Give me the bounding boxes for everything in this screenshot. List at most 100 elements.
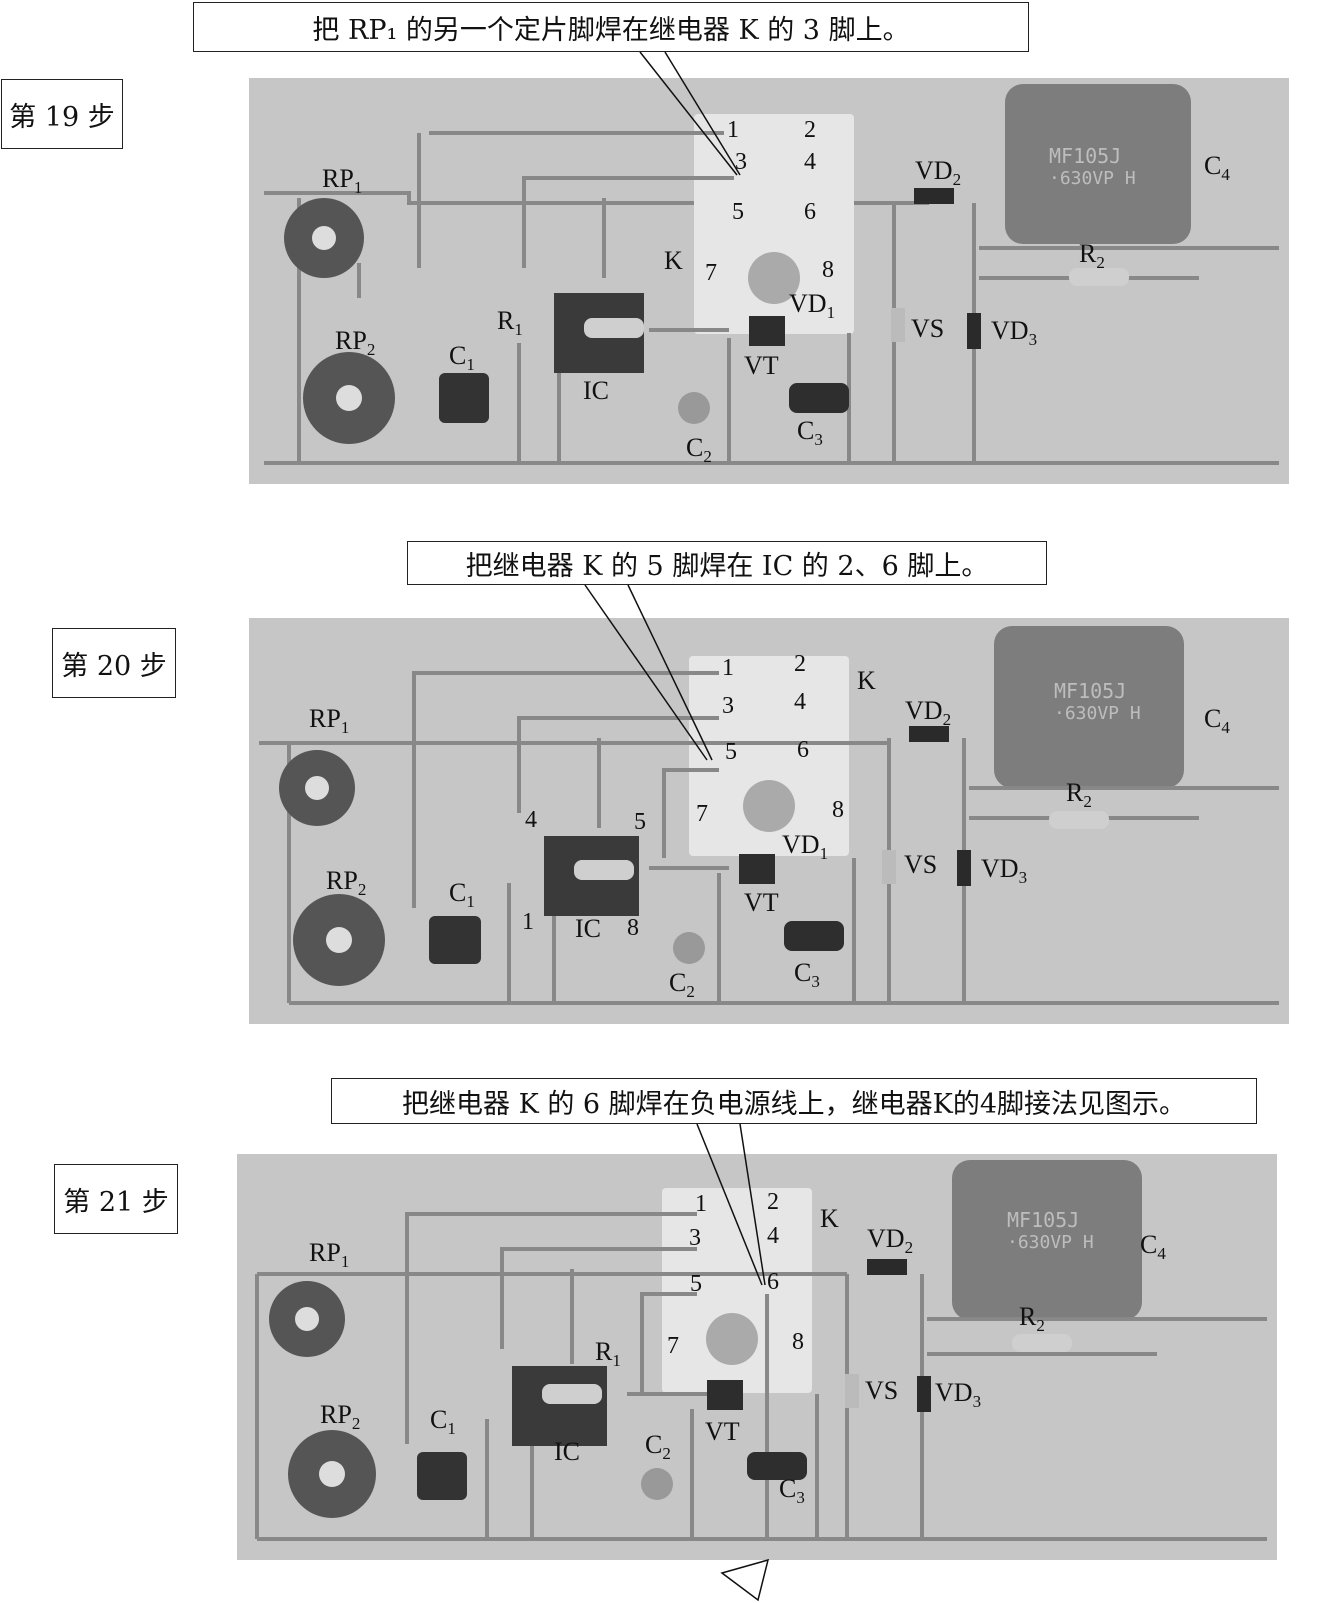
circuit-board-step-20: MF105J ·630VP H [259, 626, 1279, 1005]
pin-3: 3 [722, 693, 734, 719]
r2-body [1049, 811, 1109, 829]
vs-body [845, 1374, 859, 1408]
arrow-pointer-icon [720, 1558, 770, 1602]
r2-body [1069, 268, 1129, 286]
svg-text:MF105J: MF105J [1049, 144, 1121, 168]
label-c2: C2 [645, 1430, 671, 1464]
pin-4: 4 [794, 689, 806, 715]
label-r1: R1 [595, 1337, 621, 1371]
step-21-photo: MF105J ·630VP H [237, 1154, 1277, 1560]
pin-5: 5 [732, 199, 744, 225]
label-ic: IC [554, 1437, 580, 1466]
ic-pin-4: 4 [525, 807, 537, 833]
pin-1: 1 [727, 117, 739, 143]
ic-pin-8: 8 [627, 915, 639, 941]
vd3-body [917, 1376, 931, 1412]
label-c3: C3 [797, 416, 823, 450]
step-21-label: 第 21 步 [54, 1164, 178, 1234]
vt-body [739, 854, 775, 884]
step-20-photo: MF105J ·630VP H [249, 618, 1289, 1024]
label-vd2: VD2 [905, 696, 952, 730]
pin-2: 2 [804, 117, 816, 143]
label-vs: VS [911, 314, 945, 343]
pin-2: 2 [767, 1189, 779, 1215]
pin-5: 5 [725, 739, 737, 765]
step-19-photo: MF105J ·630VP H [249, 78, 1289, 484]
vd2-body [909, 726, 949, 742]
label-rp1: RP1 [309, 1238, 350, 1272]
step-20-label: 第 20 步 [52, 628, 176, 698]
c2-body [678, 392, 710, 424]
vd3-body [957, 850, 971, 886]
pin-1: 1 [722, 655, 734, 681]
svg-text:MF105J: MF105J [1007, 1208, 1079, 1232]
pin-5: 5 [690, 1271, 702, 1297]
svg-text:·630VP H: ·630VP H [1054, 703, 1141, 724]
label-ic: IC [575, 914, 601, 943]
step-21-callout: 把继电器 K 的 6 脚焊在负电源线上，继电器K的4脚接法见图示。 [331, 1078, 1257, 1124]
label-c4: C4 [1204, 151, 1230, 185]
relay-coil [743, 780, 795, 832]
label-vt: VT [705, 1417, 740, 1446]
label-c4: C4 [1204, 704, 1230, 738]
label-k: K [664, 246, 683, 275]
label-c2: C2 [669, 968, 695, 1002]
label-vs: VS [904, 850, 938, 879]
vt-body [749, 316, 785, 346]
r2-body [1012, 1334, 1072, 1352]
c3-body [789, 383, 849, 413]
pin-3: 3 [735, 149, 747, 175]
label-ic: IC [583, 376, 609, 405]
label-rp2: RP2 [326, 866, 367, 900]
label-r2: R2 [1066, 778, 1092, 812]
pin-7: 7 [667, 1333, 679, 1359]
label-vd1: VD1 [789, 289, 836, 323]
label-vd2: VD2 [867, 1224, 914, 1258]
pin-6: 6 [767, 1269, 779, 1295]
pin-6: 6 [797, 737, 809, 763]
label-rp2: RP2 [335, 326, 376, 360]
label-c1: C1 [449, 341, 475, 375]
label-c1: C1 [430, 1405, 456, 1439]
c1-body [439, 373, 489, 423]
step-20-callout: 把继电器 K 的 5 脚焊在 IC 的 2、6 脚上。 [407, 541, 1047, 585]
label-k: K [857, 666, 876, 695]
vd3-body [967, 313, 981, 349]
label-vd1: VD1 [782, 830, 829, 864]
ic-pin-1: 1 [522, 909, 534, 935]
svg-text:·630VP H: ·630VP H [1007, 1232, 1094, 1253]
label-r2: R2 [1019, 1302, 1045, 1336]
label-k: K [820, 1204, 839, 1233]
label-c1: C1 [449, 878, 475, 912]
ic-pin-5: 5 [634, 809, 646, 835]
label-c3: C3 [794, 958, 820, 992]
label-c2: C2 [686, 433, 712, 467]
c1-body [417, 1452, 467, 1500]
label-c4: C4 [1140, 1230, 1166, 1264]
label-rp1: RP1 [309, 704, 350, 738]
label-vd3: VD3 [981, 854, 1028, 888]
vs-body [882, 850, 896, 884]
c2-body [641, 1468, 673, 1500]
pin-6: 6 [804, 199, 816, 225]
label-vt: VT [744, 351, 779, 380]
vs-body [891, 308, 905, 342]
label-vt: VT [744, 888, 779, 917]
label-vd2: VD2 [915, 156, 962, 190]
svg-text:·630VP H: ·630VP H [1049, 168, 1136, 189]
pin-7: 7 [696, 801, 708, 827]
pin-8: 8 [832, 797, 844, 823]
c3-body [784, 921, 844, 951]
pin-2: 2 [794, 651, 806, 677]
pin-4: 4 [804, 149, 816, 175]
vd2-body [914, 188, 954, 204]
label-rp2: RP2 [320, 1400, 361, 1434]
pin-8: 8 [792, 1329, 804, 1355]
c3-body [747, 1452, 807, 1480]
r1-body [542, 1384, 602, 1404]
label-rp1: RP1 [322, 164, 363, 198]
r1-body [574, 860, 634, 880]
pin-1: 1 [695, 1191, 707, 1217]
r1-body [584, 318, 644, 338]
label-vd3: VD3 [935, 1378, 982, 1412]
